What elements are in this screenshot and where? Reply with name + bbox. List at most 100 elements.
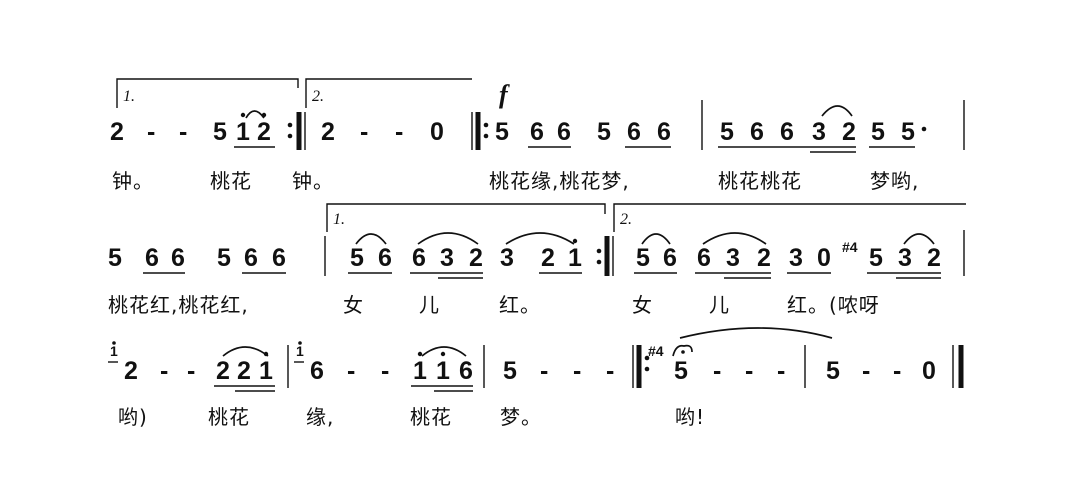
dash: - xyxy=(540,357,548,385)
grace-sharp: #4 xyxy=(648,343,664,359)
note: 6 xyxy=(145,244,159,272)
lyric: 梦哟, xyxy=(870,169,919,193)
dash: - xyxy=(347,357,355,385)
dash: - xyxy=(606,357,614,385)
note: 3 xyxy=(898,244,912,272)
line-1: 1. 2. f 2 - - 5 1 2 2 - - 0 5 6 6 5 6 6 xyxy=(110,78,965,193)
note: 6 xyxy=(627,118,641,146)
lyric: 桃花红,桃花红, xyxy=(108,293,249,317)
note: 3 xyxy=(789,244,803,272)
volta-1-bracket xyxy=(326,203,606,232)
dash: - xyxy=(179,118,187,146)
note: 1 xyxy=(259,357,273,385)
note: 6 xyxy=(272,244,286,272)
note: 1 xyxy=(236,118,250,146)
lyric: 女 xyxy=(632,293,653,317)
note: 5 xyxy=(826,357,840,385)
note: 6 xyxy=(750,118,764,146)
line-2: 1. 2. 5 6 6 5 6 6 5 6 6 3 2 3 2 1 5 6 xyxy=(108,203,966,317)
note: 3 xyxy=(500,244,514,272)
note: 5 xyxy=(503,357,517,385)
lyric: 哟) xyxy=(118,405,148,429)
note: 1 xyxy=(568,244,582,272)
volta-2-bracket xyxy=(613,203,966,232)
lyric: 钟。 xyxy=(292,169,334,193)
note: 5 xyxy=(674,357,688,385)
volta-1-label: 1. xyxy=(333,211,345,228)
lyric: 红。(哝呀 xyxy=(787,293,880,317)
note: 5 xyxy=(901,118,915,146)
note: 5 xyxy=(636,244,650,272)
note: 2 xyxy=(124,357,138,385)
note: 6 xyxy=(530,118,544,146)
note: 6 xyxy=(378,244,392,272)
note: 2 xyxy=(257,118,271,146)
note: 2 xyxy=(541,244,555,272)
note: 0 xyxy=(430,118,444,146)
lyric: 钟。 xyxy=(112,169,154,193)
dash: - xyxy=(893,357,901,385)
dash: - xyxy=(187,357,195,385)
note: 5 xyxy=(350,244,364,272)
note: 5 xyxy=(871,118,885,146)
fermata-icon xyxy=(672,344,693,357)
dash: - xyxy=(147,118,155,146)
dash: - xyxy=(360,118,368,146)
note: 2 xyxy=(110,118,124,146)
dash: - xyxy=(160,357,168,385)
note: 1 xyxy=(413,357,427,385)
lyric: 儿 xyxy=(419,293,440,317)
note: 5 xyxy=(217,244,231,272)
lyric: 桃花 xyxy=(210,169,252,193)
note: 3 xyxy=(812,118,826,146)
note: 3 xyxy=(726,244,740,272)
note: 5 xyxy=(869,244,883,272)
note: 5 xyxy=(108,244,122,272)
dash: - xyxy=(862,357,870,385)
note: 6 xyxy=(171,244,185,272)
note: 2 xyxy=(842,118,856,146)
volta-2-label: 2. xyxy=(312,88,324,105)
note: 6 xyxy=(557,118,571,146)
lyric: 红。 xyxy=(499,293,541,317)
note: 5 xyxy=(495,118,509,146)
note: 0 xyxy=(817,244,831,272)
dash: - xyxy=(713,357,721,385)
lyric: 桃花缘,桃花梦, xyxy=(489,169,630,193)
grace-sharp: #4 xyxy=(842,239,858,255)
note: 2 xyxy=(927,244,941,272)
lyric: 桃花桃花 xyxy=(718,169,802,193)
note: 2 xyxy=(469,244,483,272)
note: 2 xyxy=(757,244,771,272)
note: 6 xyxy=(657,118,671,146)
lyric: 缘, xyxy=(306,405,334,429)
note: 2 xyxy=(237,357,251,385)
line-3: 1 2 - - 2 2 1 1 6 - - 1 1 6 5 - - - xyxy=(108,327,964,429)
grace-note: 1 xyxy=(296,343,304,359)
dash: - xyxy=(777,357,785,385)
note: 6 xyxy=(412,244,426,272)
note: 5 xyxy=(213,118,227,146)
lyric: 女 xyxy=(343,293,364,317)
lyric: 儿 xyxy=(709,293,730,317)
volta-2-bracket xyxy=(305,78,472,108)
grace-note: 1 xyxy=(110,343,118,359)
note: 6 xyxy=(244,244,258,272)
note: 1 xyxy=(436,357,450,385)
note: 3 xyxy=(440,244,454,272)
note: 2 xyxy=(216,357,230,385)
volta-1-bracket xyxy=(116,78,299,108)
note: 6 xyxy=(697,244,711,272)
volta-1-label: 1. xyxy=(123,88,135,105)
lyric: 桃花 xyxy=(208,405,250,429)
note: 6 xyxy=(459,357,473,385)
note: 2 xyxy=(321,118,335,146)
note: 6 xyxy=(780,118,794,146)
note: 5 xyxy=(720,118,734,146)
dash: - xyxy=(745,357,753,385)
dash: - xyxy=(395,118,403,146)
note: 6 xyxy=(310,357,324,385)
note: 6 xyxy=(663,244,677,272)
dash: - xyxy=(381,357,389,385)
